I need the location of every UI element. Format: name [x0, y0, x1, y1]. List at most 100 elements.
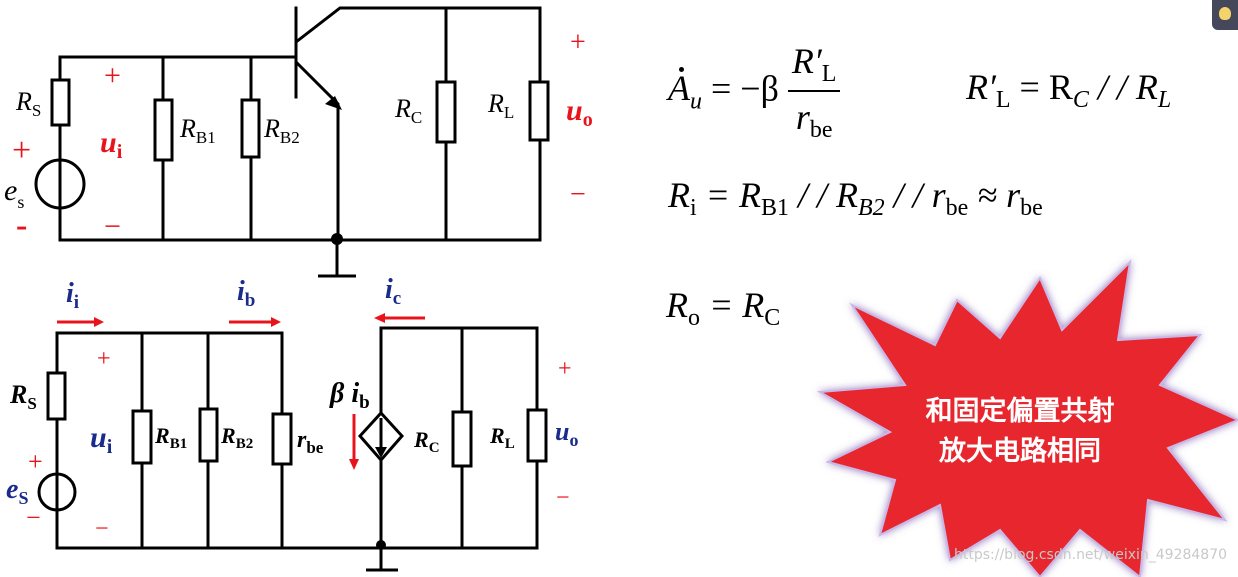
ri-approx: ≈ r [968, 175, 1021, 215]
top-uo-minus: − [570, 179, 586, 210]
bottom-rb1-sub: B1 [170, 436, 188, 452]
ri-sub3: be [945, 195, 969, 221]
bottom-rs-sub: S [27, 394, 36, 413]
rl-rhs-sub1: C [1072, 87, 1089, 113]
svg-text:RS: RS [9, 380, 37, 413]
top-es-label: e [4, 174, 17, 207]
bottom-rc-label: R [413, 427, 429, 452]
top-rl-sub: L [504, 103, 514, 122]
svg-text:RB2: RB2 [220, 423, 253, 452]
top-rc-sub: C [411, 108, 422, 127]
au-eq: = −β [702, 68, 779, 109]
top-ui-plus: + [104, 59, 121, 92]
lightbulb-icon[interactable] [1212, 0, 1238, 30]
ii-label: i [66, 278, 74, 309]
beta-ib-arrow-icon [349, 459, 359, 470]
ii-sub: i [74, 292, 79, 313]
callout-line-1: 和固定偏置共射 [925, 396, 1115, 427]
au-den: r [795, 97, 810, 137]
top-uo-sub: o [583, 109, 593, 131]
bottom-ui-minus: − [95, 516, 109, 542]
svg-text:RS: RS [15, 87, 41, 120]
callout-line-2: 放大电路相同 [939, 436, 1101, 467]
beta-ib-label: β i [329, 378, 359, 409]
bottom-rbe-label: r [297, 427, 307, 453]
top-rs-resistor [50, 78, 71, 127]
bottom-es-minus: − [26, 503, 41, 532]
svg-text:RB2: RB2 [263, 114, 300, 147]
svg-text:RL: RL [487, 89, 514, 122]
bottom-ui-plus: + [97, 346, 111, 372]
svg-text:RB1: RB1 [154, 423, 187, 452]
bottom-es-plus: + [28, 447, 43, 476]
au-num-sub: L [821, 61, 837, 87]
ib-sub: b [245, 290, 256, 311]
bottom-es-source [37, 472, 77, 512]
ri-sub4: be [1020, 195, 1043, 221]
formula-input-resistance: Ri = RB1 / / RB2 / / rbe ≈ rbe [668, 174, 1043, 222]
au-fraction: R′L rbe [787, 40, 841, 144]
ii-arrow-icon [94, 317, 104, 327]
svg-text:RC: RC [394, 94, 422, 127]
bottom-rb2-sub: B2 [236, 436, 254, 452]
top-uo-label: u [566, 94, 583, 127]
svg-text:ui: ui [90, 421, 113, 458]
starburst-callout-shape [816, 259, 1238, 577]
top-rs-label: R [15, 87, 32, 116]
ib-label: i [237, 276, 245, 307]
top-ui-sub: i [117, 141, 123, 163]
bottom-ui-label: u [90, 421, 107, 454]
top-es-source [34, 158, 86, 210]
svg-text:ib: ib [237, 276, 255, 311]
top-rb2-sub: B2 [280, 128, 300, 147]
ic-arrow-icon [374, 313, 385, 323]
ri-eq: = R [696, 175, 761, 215]
ib-arrow-icon [271, 317, 281, 327]
rl-rhs: = R [1010, 67, 1073, 107]
beta-ib-sub: b [359, 392, 370, 413]
svg-text:RC: RC [413, 427, 440, 456]
formula-voltage-gain: Au = −β R′L rbe [668, 40, 841, 144]
svg-text:ui: ui [100, 126, 123, 163]
top-ground-icon [318, 240, 356, 278]
ro-sub: C [764, 305, 781, 331]
bottom-rb1-resistor [131, 409, 153, 465]
rl-lhs-sub: L [995, 87, 1011, 113]
ro-lhs-sub: o [688, 305, 700, 331]
ro-eq: = R [700, 285, 765, 325]
bottom-ground-node [376, 540, 386, 550]
top-uo-plus: + [570, 27, 586, 58]
bottom-ground-icon [366, 548, 398, 572]
ri-par1: / / R [788, 175, 858, 215]
top-rl-label: R [487, 89, 504, 118]
bottom-rc-resistor [451, 410, 473, 468]
top-rb1-sub: B1 [196, 128, 216, 147]
top-ui-minus: − [104, 210, 121, 243]
svg-text:es: es [4, 174, 24, 212]
svg-text:ii: ii [66, 278, 79, 313]
au-lhs: A [668, 67, 690, 109]
bottom-rl-label: R [489, 423, 505, 448]
formula-output-resistance: Ro = RC [666, 284, 780, 332]
bottom-rs-resistor [46, 371, 67, 421]
ri-sub2: B2 [857, 195, 885, 221]
bottom-uo-sub: o [569, 430, 578, 450]
rl-par: / / R [1088, 67, 1158, 107]
bottom-rb1-label: R [154, 423, 170, 448]
bottom-uo-minus: − [556, 485, 570, 511]
top-rl-resistor [528, 80, 550, 142]
bottom-rb2-label: R [220, 423, 236, 448]
top-es-plus: + [12, 132, 31, 169]
top-rb2-resistor [240, 98, 261, 159]
svg-text:rbe: rbe [297, 427, 324, 457]
bottom-es-label: e [6, 474, 18, 505]
ri-sub1: B1 [760, 195, 789, 221]
controlled-source-arrow-icon [375, 447, 387, 458]
bottom-circuit: ii ib ic RS + eS − + ui − RB1 RB2 rbe β … [6, 274, 578, 572]
bottom-rbe-sub: be [306, 438, 323, 457]
bottom-rb2-resistor [198, 407, 219, 463]
top-circuit: RS + es - + ui − RB1 RB2 RC RL + uo − [4, 6, 593, 278]
au-num: R′ [791, 41, 822, 81]
top-es-minus: - [16, 207, 27, 244]
